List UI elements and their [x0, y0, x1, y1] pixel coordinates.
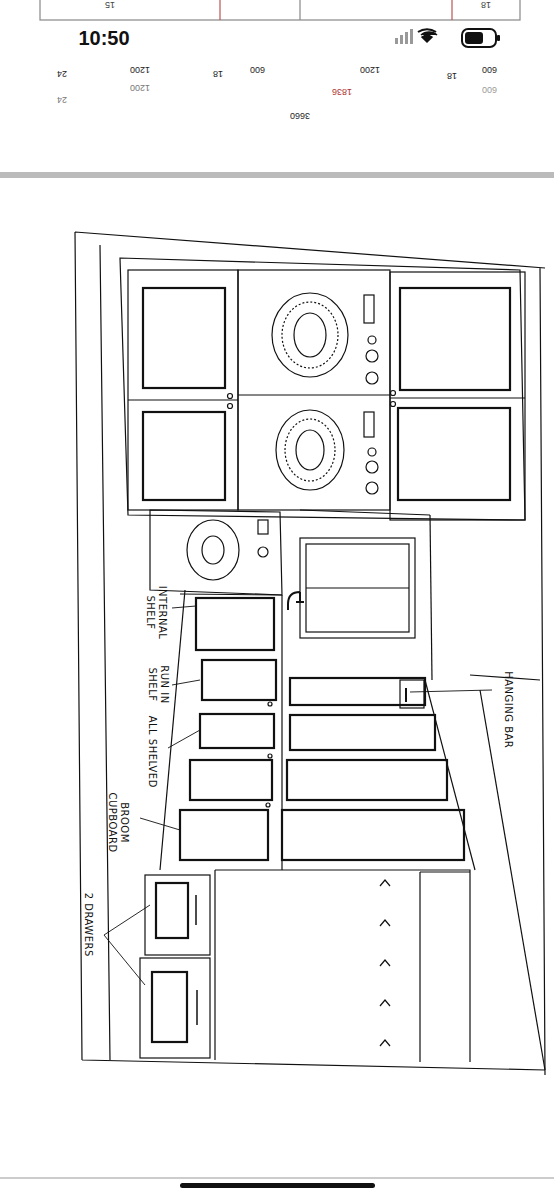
page-gap	[0, 172, 554, 178]
callout-label: INTERNAL SHELF	[145, 584, 168, 640]
dimension: 18	[447, 71, 457, 81]
door	[202, 660, 276, 700]
open-bay	[215, 870, 470, 1062]
door	[290, 678, 425, 705]
dimension: 18	[213, 69, 223, 79]
door	[190, 760, 272, 800]
control-panel	[364, 412, 374, 437]
wall-cabinet	[128, 270, 238, 510]
room-frame	[75, 232, 545, 1075]
dimension: 1200	[130, 65, 150, 75]
door	[400, 288, 510, 390]
page-edge	[0, 1177, 554, 1179]
wall-cabinet	[390, 272, 525, 520]
door	[200, 714, 274, 748]
upper-run	[120, 258, 525, 520]
washer	[150, 510, 282, 595]
callout-label: 2 DRAWERS	[82, 880, 94, 970]
status-time: 10:50	[78, 27, 129, 50]
leader-lines	[104, 606, 492, 985]
door	[196, 598, 274, 650]
dimension: 24	[57, 69, 67, 79]
washer-drum	[276, 410, 344, 490]
dimension: 1200	[130, 83, 150, 93]
door	[143, 412, 225, 500]
callout-label: ALL SHELVED	[146, 707, 158, 797]
home-indicator	[180, 1183, 375, 1188]
plan-strip	[40, 0, 520, 20]
dimension: 3660	[290, 111, 310, 121]
door	[282, 810, 464, 860]
door	[287, 760, 447, 800]
dimension: 600	[482, 85, 497, 95]
callout-label: BROOM CUPBOARD	[107, 792, 130, 852]
dimension: 600	[250, 65, 265, 75]
window	[300, 538, 415, 638]
hanging-bar-cubby	[400, 680, 424, 708]
door	[398, 408, 510, 500]
elevation	[75, 232, 545, 1075]
strip-line	[451, 0, 452, 20]
status-icons	[395, 29, 500, 47]
strip-line	[299, 0, 300, 20]
door	[143, 288, 225, 388]
tap	[288, 592, 304, 610]
callout-label: HANGING BAR	[502, 665, 514, 755]
dimension: 1200	[360, 65, 380, 75]
dimension: 1836	[332, 87, 352, 97]
drawer	[140, 958, 210, 1058]
drawer	[145, 875, 210, 955]
appliance-stack	[238, 270, 390, 510]
dryer-drum	[272, 293, 348, 377]
dimension: 24	[57, 95, 67, 105]
bench	[420, 872, 470, 1062]
control-panel	[364, 295, 374, 323]
callout-label: RUN IN SHELF	[147, 664, 170, 704]
door	[290, 715, 435, 750]
dimension: 18	[481, 0, 491, 10]
dimension: 600	[482, 65, 497, 75]
coat-hooks	[380, 880, 390, 1046]
door	[180, 810, 268, 860]
strip-line	[219, 0, 220, 20]
dimension: 15	[105, 0, 115, 10]
